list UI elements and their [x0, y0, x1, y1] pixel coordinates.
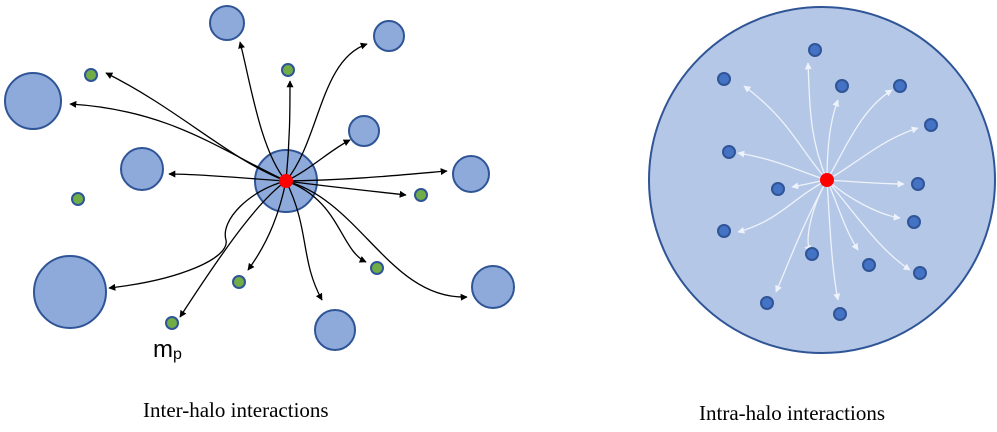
- interaction-arrow: [168, 170, 287, 182]
- subhalo: [808, 43, 822, 57]
- particles: [71, 63, 428, 330]
- interaction-arrow: [826, 179, 905, 188]
- subhalo: [717, 72, 731, 86]
- intra-halo-diagram: [648, 6, 996, 354]
- intra-halo-caption: Intra-halo interactions: [699, 401, 886, 425]
- interaction-arrow: [247, 180, 287, 271]
- halo: [120, 147, 164, 191]
- interaction-arrow: [285, 80, 294, 182]
- inter-halo-caption: Inter-halo interactions: [143, 398, 329, 422]
- interaction-arrow: [826, 179, 859, 251]
- halo: [348, 115, 380, 147]
- interaction-arrow: [826, 179, 901, 221]
- interaction-arrow: [743, 85, 828, 181]
- particle-label: mp: [153, 336, 182, 363]
- subhalo: [835, 79, 849, 93]
- interaction-arrow: [285, 180, 407, 198]
- subhalo: [924, 118, 938, 132]
- interaction-arrow: [826, 99, 839, 181]
- particle: [84, 68, 98, 82]
- inter-halo-diagram: mp: [4, 5, 515, 363]
- subhalo: [833, 307, 847, 321]
- particle: [165, 316, 179, 330]
- subhalo: [893, 79, 907, 93]
- interaction-arrow: [105, 72, 287, 182]
- subhalo: [907, 215, 921, 229]
- subhalo: [862, 258, 876, 272]
- interaction-arrow: [804, 62, 828, 181]
- interaction-arrow: [285, 180, 323, 301]
- interaction-arrow: [826, 126, 919, 181]
- interaction-arrow: [238, 41, 287, 182]
- halo: [373, 20, 405, 52]
- interaction-arrow: [737, 150, 828, 181]
- halo: [452, 155, 490, 193]
- halo: [209, 5, 245, 41]
- interaction-arrows: [737, 62, 919, 301]
- center-point: [279, 174, 293, 188]
- interaction-arrow: [69, 100, 287, 182]
- subhalo: [717, 224, 731, 238]
- interaction-arrow: [285, 180, 468, 301]
- interaction-arrow: [108, 180, 287, 291]
- interaction-arrow: [826, 179, 911, 271]
- particle: [281, 63, 295, 77]
- halo: [314, 309, 356, 351]
- subhalo: [771, 182, 785, 196]
- halo: [33, 255, 107, 329]
- interaction-arrow: [285, 139, 351, 182]
- subhalos: [717, 43, 938, 321]
- subhalo: [760, 296, 774, 310]
- interaction-arrow: [179, 180, 287, 318]
- halo: [4, 72, 62, 130]
- particle: [414, 188, 428, 202]
- particle: [370, 261, 384, 275]
- center-point: [820, 173, 834, 187]
- neighbor-halos: [4, 5, 515, 351]
- interaction-arrow: [826, 89, 893, 181]
- interaction-arrow: [285, 180, 367, 263]
- subhalo: [913, 266, 927, 280]
- particle: [232, 275, 246, 289]
- particle: [71, 192, 85, 206]
- interaction-arrow: [775, 179, 828, 293]
- halo: [471, 265, 515, 309]
- subhalo: [805, 247, 819, 261]
- subhalo: [722, 145, 736, 159]
- interaction-arrow: [285, 42, 368, 182]
- interaction-arrow: [285, 168, 448, 182]
- interaction-arrow: [826, 179, 841, 301]
- interaction-arrow: [737, 179, 828, 234]
- subhalo: [911, 177, 925, 191]
- interaction-arrows: [69, 41, 468, 318]
